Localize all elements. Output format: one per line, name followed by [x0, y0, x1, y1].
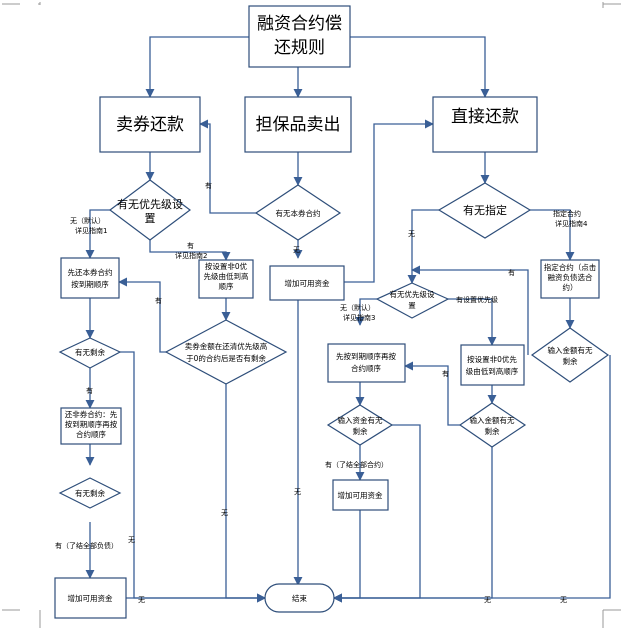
svg-text:于0的合约后是否有剩余: 于0的合约后是否有剩余 — [186, 353, 266, 363]
svg-text:还非券合约：先: 还非券合约：先 — [65, 409, 118, 419]
connector-lines — [85, 36, 611, 603]
svg-text:有无指定: 有无指定 — [463, 203, 507, 217]
title-line-2: 还规则 — [274, 38, 325, 58]
svg-text:有无优先级设: 有无优先级设 — [117, 197, 183, 211]
process-same-bond-first: 先还本券合约 按到期顺序 — [60, 257, 120, 299]
svg-text:输入金额有无: 输入金额有无 — [548, 345, 593, 355]
svg-text:先级由低到高: 先级由低到高 — [204, 271, 249, 281]
decision-funds-remaining: 输入资金有无 剩余 — [326, 404, 394, 446]
label-no-h: 无 — [560, 596, 567, 604]
svg-text:输入金额有无: 输入金额有无 — [470, 415, 515, 425]
decision-sell-amount: 卖券金额在还清优先级高 于0的合约后是否有剩余 — [164, 319, 288, 385]
process-specified-contract: 指定合约（点击 融资负债选合 约） — [540, 259, 600, 299]
svg-text:融资负债选合: 融资负债选合 — [548, 272, 593, 282]
label-no-f: 无 — [138, 596, 145, 604]
label-no-e: 无 — [294, 488, 301, 496]
svg-text:输入资金有无: 输入资金有无 — [338, 415, 383, 425]
svg-text:约）: 约） — [563, 282, 578, 292]
svg-text:合约顺序: 合约顺序 — [351, 363, 381, 373]
svg-text:有无剩余: 有无剩余 — [75, 488, 105, 498]
svg-text:有无剩余: 有无剩余 — [75, 347, 105, 357]
label-yes-a: 有 — [205, 181, 212, 190]
svg-text:结束: 结束 — [292, 593, 307, 603]
svg-text:卖券金额在还清优先级高: 卖券金额在还清优先级高 — [185, 341, 268, 351]
label-yes-b: 有 — [508, 268, 515, 277]
label-no-c: 无 — [128, 536, 135, 544]
decision-amount-right: 输入金额有无 剩余 — [530, 327, 610, 383]
svg-text:指定合约（点击: 指定合约（点击 — [544, 262, 597, 272]
head-collateral-sale-label: 担保品卖出 — [256, 115, 341, 135]
label-no-a: 无 — [293, 246, 300, 254]
svg-text:有无本券合约: 有无本券合约 — [276, 208, 321, 218]
label-yes-d: 有 — [86, 386, 93, 395]
svg-text:剩余: 剩余 — [563, 356, 578, 366]
label-yes-guide2: 有 — [187, 241, 194, 250]
process-priority-set: 按设置非0优 先级由低到高 顺序 — [198, 259, 254, 299]
head-sell-repay: 卖券还款 — [99, 96, 201, 153]
svg-text:合约顺序: 合约顺序 — [76, 429, 106, 439]
label-yes-clear-debt: 有（了结全部负债） — [55, 541, 118, 550]
svg-text:详见指南3: 详见指南3 — [343, 313, 375, 322]
svg-text:增加可用资金: 增加可用资金 — [68, 593, 113, 603]
svg-text:级由低到高顺序: 级由低到高顺序 — [466, 366, 519, 376]
svg-text:剩余: 剩余 — [353, 426, 368, 436]
svg-text:按到期顺序: 按到期顺序 — [71, 279, 109, 289]
svg-text:详见指南4: 详见指南4 — [555, 219, 588, 228]
svg-text:按到期顺序再按: 按到期顺序再按 — [65, 419, 118, 429]
label-no-d: 无 — [221, 509, 228, 517]
end-node: 结束 — [264, 583, 335, 613]
svg-text:先按到期顺序再按: 先按到期顺序再按 — [336, 351, 396, 361]
svg-text:置: 置 — [145, 212, 156, 225]
svg-text:按设置非0优: 按设置非0优 — [205, 261, 248, 271]
svg-text:增加可用资金: 增加可用资金 — [338, 490, 383, 500]
label-no-default-3: 无（默认） — [340, 303, 375, 312]
decision-priority-setting-right: 有无优先级设 置 — [375, 282, 450, 319]
head-sell-repay-label: 卖券还款 — [116, 115, 184, 135]
label-yes-clear-all: 有（了结全部合约） — [325, 460, 388, 469]
svg-text:增加可用资金: 增加可用资金 — [285, 278, 330, 288]
process-add-funds-center: 增加可用资金 — [332, 479, 389, 511]
label-no-b: 无 — [408, 230, 415, 238]
title-line-1: 融资合约偿 — [257, 14, 342, 34]
decision-remaining-1: 有无剩余 — [58, 337, 122, 369]
process-expiry-then-contract: 先按到期顺序再按 合约顺序 — [327, 343, 406, 383]
label-yes-e: 有 — [442, 369, 449, 378]
label-spec-guide4: 指定合约 — [553, 209, 581, 218]
svg-text:按设置非0优先: 按设置非0优先 — [467, 354, 517, 364]
edge-labels: 无（默认） 详见指南1 有 详见指南2 有 无 无 指定合约 详见指南4 有 有… — [55, 181, 588, 604]
svg-text:先还本券合约: 先还本券合约 — [68, 267, 113, 277]
process-priority-right: 按设置非0优先 级由低到高顺序 — [460, 344, 525, 386]
title-node: 融资合约偿 还规则 — [248, 5, 351, 68]
label-no-g: 无 — [484, 596, 491, 604]
process-add-funds-mid: 增加可用资金 — [269, 265, 345, 301]
label-yes-c: 有 — [155, 296, 162, 305]
svg-text:剩余: 剩余 — [485, 426, 500, 436]
decision-remaining-2: 有无剩余 — [58, 477, 122, 509]
head-direct-repay: 直接还款 — [432, 96, 538, 153]
svg-text:顺序: 顺序 — [219, 281, 234, 291]
svg-text:有无优先级设: 有无优先级设 — [390, 289, 435, 299]
decision-specified: 有无指定 — [437, 182, 532, 239]
decision-amount-left: 输入金额有无 剩余 — [458, 402, 527, 448]
decision-priority-setting: 有无优先级设 置 — [109, 179, 191, 241]
svg-text:详见指南1: 详见指南1 — [75, 226, 107, 235]
svg-text:详见指南2: 详见指南2 — [175, 251, 207, 260]
process-add-funds-left: 增加可用资金 — [54, 577, 127, 619]
process-other-contract: 还非券合约：先 按到期顺序再按 合约顺序 — [60, 407, 122, 445]
label-no-default-1: 无（默认） — [70, 216, 105, 225]
decision-bond-contract: 有无本券合约 — [254, 184, 342, 241]
label-has-prio: 有设置优先级 — [456, 295, 498, 304]
svg-text:置: 置 — [408, 301, 416, 310]
head-direct-repay-label: 直接还款 — [451, 107, 519, 127]
head-collateral-sale: 担保品卖出 — [244, 96, 352, 153]
